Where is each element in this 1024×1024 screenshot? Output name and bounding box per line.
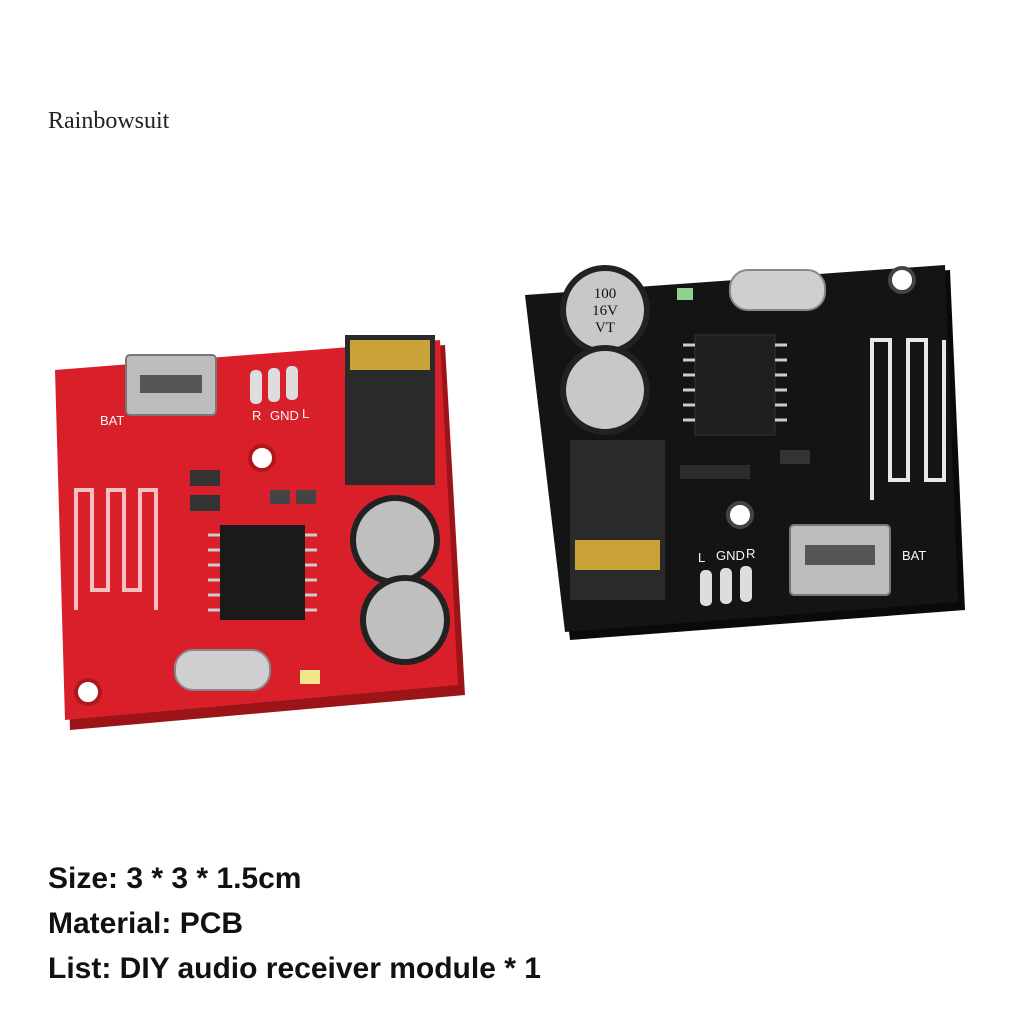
red-silk-r: R [252,408,261,423]
capacitor-label-line-1: 100 [594,286,617,302]
spec-list-item: List: DIY audio receiver module * 1 [48,952,541,985]
black-silk-l: L [698,550,705,565]
red-silk-l: L [302,406,309,421]
red-silk-gnd: GND [270,408,299,423]
spec-material: Material: PCB [48,907,244,940]
red-silk-bat: BAT [100,413,124,428]
product-photo: 100 16V VT BAT R GND L BAT L GND R [55,265,965,730]
black-pcb-board [525,265,965,640]
black-silk-r: R [746,546,755,561]
capacitor-label-line-2: 16V [592,303,618,319]
spec-list: Size: 3 * 3 * 1.5cm Material: PCB List: … [48,856,541,991]
black-silk-bat: BAT [902,548,926,563]
red-pcb-board [55,335,465,730]
brand-watermark: Rainbowsuit [48,108,170,134]
capacitor-label-line-3: VT [595,320,615,336]
black-silk-gnd: GND [716,548,745,563]
spec-size: Size: 3 * 3 * 1.5cm [48,862,302,895]
